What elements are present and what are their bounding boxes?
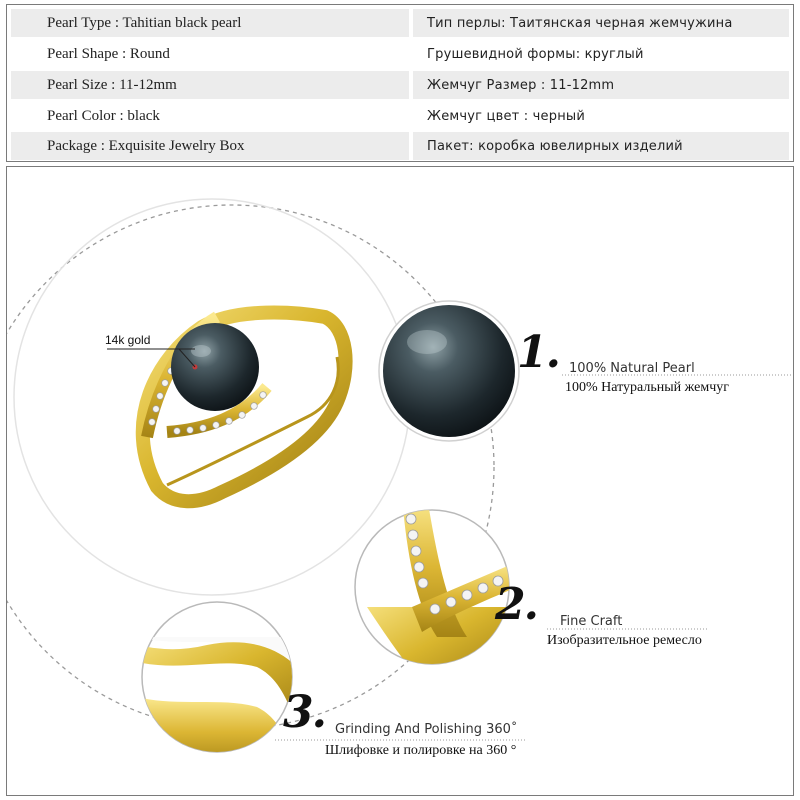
feature-number-1: 1. [517, 327, 561, 378]
spec-label-ru: Грушевидной формы: круглый [427, 46, 644, 62]
pearl-detail [383, 305, 515, 437]
spec-label-en: Pearl Size : 11-12mm [11, 71, 409, 99]
spec-label-ru: Тип перлы: Таитянская черная жемчужина [413, 9, 789, 37]
feature-1-en: 100% Natural Pearl [569, 361, 695, 376]
spec-label-en: Pearl Type : Tahitian black pearl [11, 9, 409, 37]
spec-label-en: Package : Exquisite Jewelry Box [11, 132, 409, 160]
spec-label-ru: Пакет: коробка ювелирных изделий [413, 132, 789, 160]
pearl-on-ring [171, 323, 259, 411]
feature-number-3: 3. [283, 687, 327, 738]
spec-row-size: Pearl Size : 11-12mm Жемчуг Размер : 11-… [11, 71, 789, 99]
gold-label: 14k gold [105, 333, 151, 347]
spec-label-ru: Жемчуг Размер : 11-12mm [413, 71, 789, 99]
feature-2-en: Fine Craft [560, 614, 623, 629]
feature-3-ru: Шлифовке и полировке на 360 ° [325, 743, 517, 758]
spec-row-type: Pearl Type : Tahitian black pearl Тип пе… [11, 9, 789, 37]
spec-label-en: Pearl Color : black [47, 107, 160, 124]
spec-row-color: Pearl Color : black Жемчуг цвет : черный [11, 102, 789, 130]
spec-row-shape: Pearl Shape : Round Грушевидной формы: к… [11, 40, 789, 68]
feature-illustration [7, 198, 793, 753]
feature-number-2: 2. [495, 579, 539, 630]
spec-table: Pearl Type : Tahitian black pearl Тип пе… [6, 4, 794, 162]
spec-label-en: Pearl Shape : Round [47, 45, 170, 62]
spec-row-package: Package : Exquisite Jewelry Box Пакет: к… [11, 132, 789, 160]
spec-label-ru: Жемчуг цвет : черный [427, 108, 586, 124]
feature-2-ru: Изобразительное ремесло [547, 633, 702, 648]
feature-3-en: Grinding And Polishing 360˚ [335, 722, 518, 737]
ring-image [107, 305, 353, 509]
feature-1-ru: 100% Натуральный жемчуг [565, 380, 730, 395]
feature-panel: 14k gold 1. 100% Natural Pearl 100% Нату… [6, 166, 794, 796]
